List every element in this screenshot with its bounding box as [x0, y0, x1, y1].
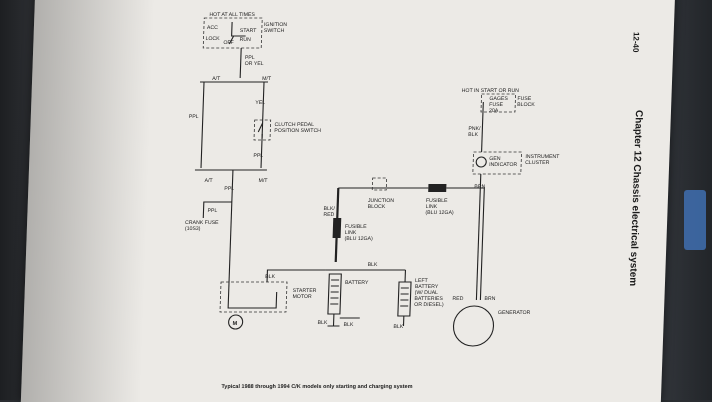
wire-label-yel: YEL — [255, 100, 265, 106]
conn-at-bot: A/T — [204, 178, 213, 184]
starter-motor-m: M — [232, 321, 237, 327]
wire-label-ppl-mid: PPL — [253, 153, 263, 159]
chapter-heading: Chapter 12 Chassis electrical system — [627, 110, 644, 286]
wire-label-ppl-yel: PPLOR YEL — [245, 55, 264, 67]
gen-indicator-lamp — [476, 157, 486, 167]
fusible-link-left-label: FUSIBLELINK(BLU 12GA) — [344, 224, 373, 242]
conn-mt-top: M/T — [262, 76, 272, 82]
wire-label-brn2: BRN — [484, 296, 495, 302]
wire-label-brn: BRN — [474, 184, 485, 190]
ignition-switch-label: IGNITIONSWITCH — [264, 22, 288, 34]
crank-fuse-label: CRANK FUSE(10S3) — [185, 220, 219, 232]
wire-label-blk-bot2: BLK — [343, 322, 354, 328]
gauges-fuse-label: GAGESFUSE20A — [489, 96, 509, 114]
lock-label: LOCK — [205, 36, 220, 42]
start-label: START — [240, 28, 258, 34]
starter-windings — [228, 292, 277, 308]
wire-label-blk-red: BLK/RED — [323, 206, 335, 218]
page-number: 12-40 — [631, 32, 641, 53]
junction-block-label: JUNCTIONBLOCK — [368, 198, 395, 210]
starter-battery-cable — [267, 270, 325, 282]
conn-mt-bot: M/T — [258, 178, 268, 184]
fusible-link-right — [428, 184, 446, 192]
fusible-link-right-label: FUSIBLELINK(BLU 12GA) — [425, 198, 454, 216]
manual-page: HOT AT ALL TIMES IGNITIONSWITCH ACC STAR… — [21, 0, 675, 402]
left-battery-symbol — [398, 282, 411, 316]
wire-label-ppl-a: PPL — [224, 186, 234, 192]
generator-label: GENERATOR — [498, 310, 531, 316]
background-object — [684, 190, 706, 250]
generator-symbol — [453, 306, 494, 346]
wire-label-blk-bot1: BLK — [317, 320, 328, 326]
wire-label-blk-top: BLK — [368, 262, 379, 268]
fuse-block-label: FUSEBLOCK — [517, 96, 536, 108]
wire-label-ppl-left: PPL — [189, 114, 199, 120]
hot-at-all-times-label: HOT AT ALL TIMES — [209, 12, 255, 18]
conn-at-top: A/T — [212, 76, 221, 82]
figure-caption: Typical 1988 through 1994 C/K models onl… — [221, 384, 412, 390]
wire-label-red: RED — [452, 296, 463, 302]
gen-indicator-label: GENINDICATOR — [489, 156, 518, 168]
off-label: OFF — [223, 40, 234, 46]
starter-motor-label: STARTERMOTOR — [292, 288, 316, 300]
instrument-cluster-label: INSTRUMENTCLUSTER — [525, 154, 560, 166]
left-battery-cells — [400, 288, 409, 306]
cluster-feed-wire — [482, 102, 484, 152]
wire-label-pnk-blk: PNK/BLK — [468, 126, 481, 138]
main-battery-cells — [330, 280, 339, 304]
wire-label-blk-bot3: BLK — [393, 324, 404, 330]
main-battery-ground — [327, 314, 339, 326]
wiring-diagram: HOT AT ALL TIMES IGNITIONSWITCH ACC STAR… — [21, 0, 675, 402]
fusible-link-left — [333, 218, 342, 238]
run-label: RUN — [239, 37, 251, 43]
brn-wire — [476, 174, 480, 300]
clutch-switch-label: CLUTCH PEDALPOSITION SWITCH — [274, 122, 321, 134]
left-battery-label: LEFTBATTERY(W/ DUALBATTERIESOR DIESEL) — [414, 278, 445, 308]
hot-in-start-run-label: HOT IN START OR RUN — [462, 88, 520, 94]
wire-label-ppl-b: PPL — [207, 208, 217, 214]
acc-label: ACC — [207, 25, 218, 31]
battery-label: BATTERY — [345, 280, 369, 286]
